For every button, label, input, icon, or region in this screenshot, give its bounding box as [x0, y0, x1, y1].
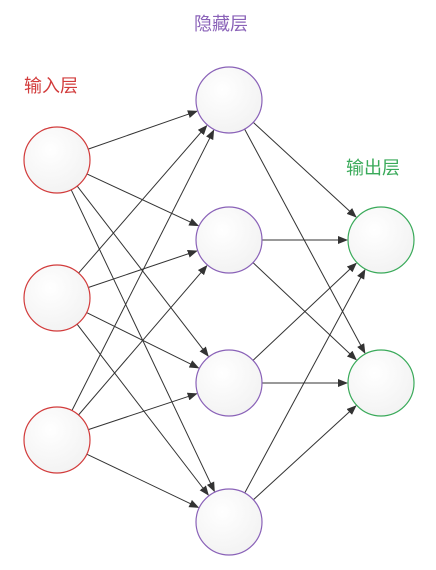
edge-input-1-to-hidden-1: [88, 110, 198, 150]
hidden-node-2: [195, 206, 263, 274]
output-node-2: [347, 349, 415, 417]
edge-hidden-4-to-output-2: [253, 405, 357, 501]
edge-hidden-1-to-output-1: [252, 122, 357, 218]
hidden-layer-label: 隐藏层: [194, 14, 248, 35]
output-node-1: [347, 206, 415, 274]
edge-input-3-to-hidden-2: [78, 265, 208, 416]
input-node-3: [23, 406, 91, 474]
input-node-2: [23, 264, 91, 332]
connections: [70, 110, 366, 508]
neurons: [23, 66, 415, 556]
edge-input-2-to-hidden-2: [88, 249, 198, 288]
input-layer-label: 输入层: [24, 76, 78, 97]
hidden-node-3: [195, 349, 263, 417]
edge-input-3-to-hidden-4: [86, 453, 200, 508]
output-layer-label: 输出层: [346, 158, 400, 179]
edge-input-3-to-hidden-1: [71, 129, 215, 411]
input-node-1: [23, 126, 91, 194]
edge-hidden-4-to-output-1: [244, 269, 366, 494]
edge-input-2-to-hidden-1: [78, 124, 208, 274]
edge-hidden-3-to-output-1: [252, 262, 357, 361]
edge-hidden-2-to-output-2: [252, 262, 357, 361]
edge-input-2-to-hidden-4: [76, 323, 209, 496]
edge-input-3-to-hidden-3: [88, 392, 198, 431]
edge-hidden-1-to-output-2: [244, 128, 366, 354]
hidden-node-4: [195, 488, 263, 556]
hidden-node-1: [195, 66, 263, 134]
